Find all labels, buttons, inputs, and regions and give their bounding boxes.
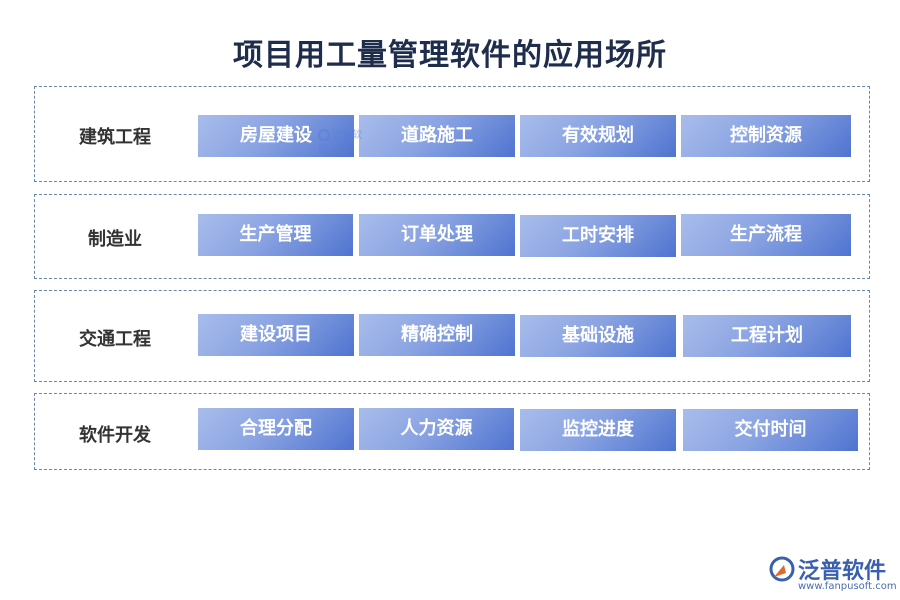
item-box: 生产流程 xyxy=(681,214,851,256)
logo-url: www.fanpusoft.com xyxy=(798,581,897,592)
page-title: 项目用工量管理软件的应用场所 xyxy=(233,38,667,73)
watermark-text: 泛普软件 xyxy=(318,130,362,156)
item-box: 工程计划 xyxy=(683,315,851,357)
item-box: 有效规划 xyxy=(520,115,676,157)
section-transportation: 交通工程 建设项目 精确控制 基础设施 工程计划 xyxy=(34,290,870,382)
item-box: 生产管理 xyxy=(198,214,353,256)
item-box: 交付时间 xyxy=(683,409,858,451)
logo-name: 泛普软件 xyxy=(798,559,887,584)
item-box: 建设项目 xyxy=(198,314,354,356)
fanpu-logo-icon xyxy=(769,556,795,582)
item-box: 人力资源 xyxy=(359,408,514,450)
section-label: 制造业 xyxy=(88,229,142,250)
section-construction: 建筑工程 房屋建设 道路施工 有效规划 控制资源 xyxy=(34,86,870,182)
brand-logo: 泛普软件 www.fanpusoft.com xyxy=(768,553,897,597)
section-software-dev: 软件开发 合理分配 人力资源 监控进度 交付时间 xyxy=(34,393,870,470)
item-box: 基础设施 xyxy=(520,315,676,357)
item-box: 监控进度 xyxy=(520,409,676,451)
section-manufacturing: 制造业 生产管理 订单处理 工时安排 生产流程 xyxy=(34,194,870,279)
section-label: 交通工程 xyxy=(79,329,151,350)
watermark: 泛普软件 xyxy=(318,126,370,156)
item-box: 精确控制 xyxy=(359,314,515,356)
item-box: 合理分配 xyxy=(198,408,354,450)
item-box: 订单处理 xyxy=(359,214,515,256)
item-box: 道路施工 xyxy=(359,115,515,157)
section-label: 建筑工程 xyxy=(79,127,151,148)
item-box: 控制资源 xyxy=(681,115,851,157)
item-box: 工时安排 xyxy=(520,215,676,257)
watermark-logo-icon xyxy=(318,129,330,141)
section-label: 软件开发 xyxy=(79,425,151,446)
